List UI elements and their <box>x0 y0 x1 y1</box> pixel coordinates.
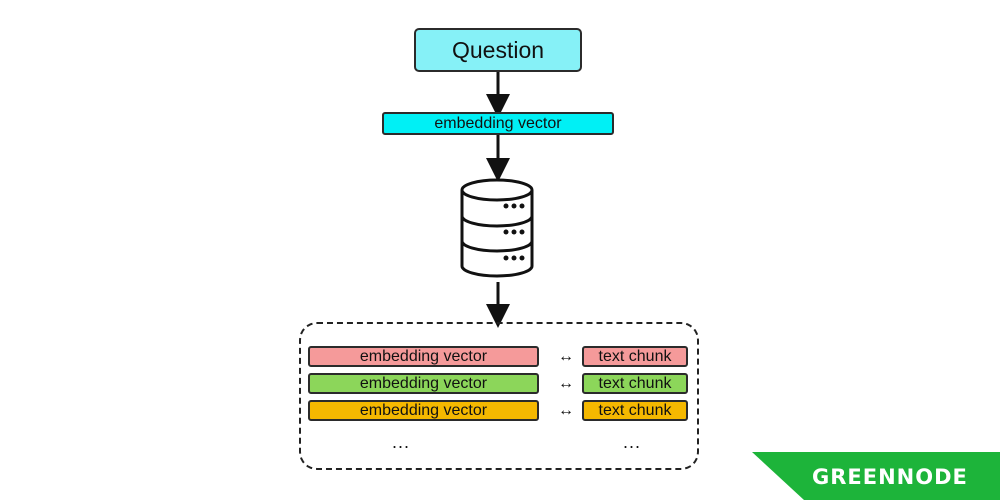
vector-label: embedding vector <box>359 347 488 365</box>
greennode-logo: GREENNODE <box>812 465 968 489</box>
vector-store-box <box>299 322 699 470</box>
text-chunk: text chunk <box>582 400 688 421</box>
chunk-label: text chunk <box>598 347 672 365</box>
text-chunk: text chunk <box>582 346 688 367</box>
store-row-1: embedding vector ↔ text chunk <box>308 346 688 367</box>
stored-embedding-vector: embedding vector <box>308 373 539 394</box>
bidirectional-arrow-icon: ↔ <box>558 374 574 392</box>
brand-banner <box>752 452 1000 500</box>
stored-embedding-vector: embedding vector <box>308 346 539 367</box>
bidirectional-arrow-icon: ↔ <box>558 401 574 419</box>
stored-embedding-vector: embedding vector <box>308 400 539 421</box>
chunk-ellipsis: ... <box>623 432 642 452</box>
question-label: Question <box>451 36 545 63</box>
database-icon <box>460 178 534 278</box>
store-row-3: embedding vector ↔ text chunk <box>308 400 688 421</box>
question-box: Question <box>414 28 582 72</box>
bidirectional-arrow-icon: ↔ <box>558 347 574 365</box>
vector-ellipsis: ... <box>392 432 411 452</box>
chunk-label: text chunk <box>598 374 672 392</box>
query-embedding-vector: embedding vector <box>382 112 614 135</box>
chunk-label: text chunk <box>598 401 672 419</box>
vector-label: embedding vector <box>359 374 488 392</box>
vector-label: embedding vector <box>359 401 488 419</box>
text-chunk: text chunk <box>582 373 688 394</box>
store-row-2: embedding vector ↔ text chunk <box>308 373 688 394</box>
query-vector-label: embedding vector <box>434 114 562 132</box>
